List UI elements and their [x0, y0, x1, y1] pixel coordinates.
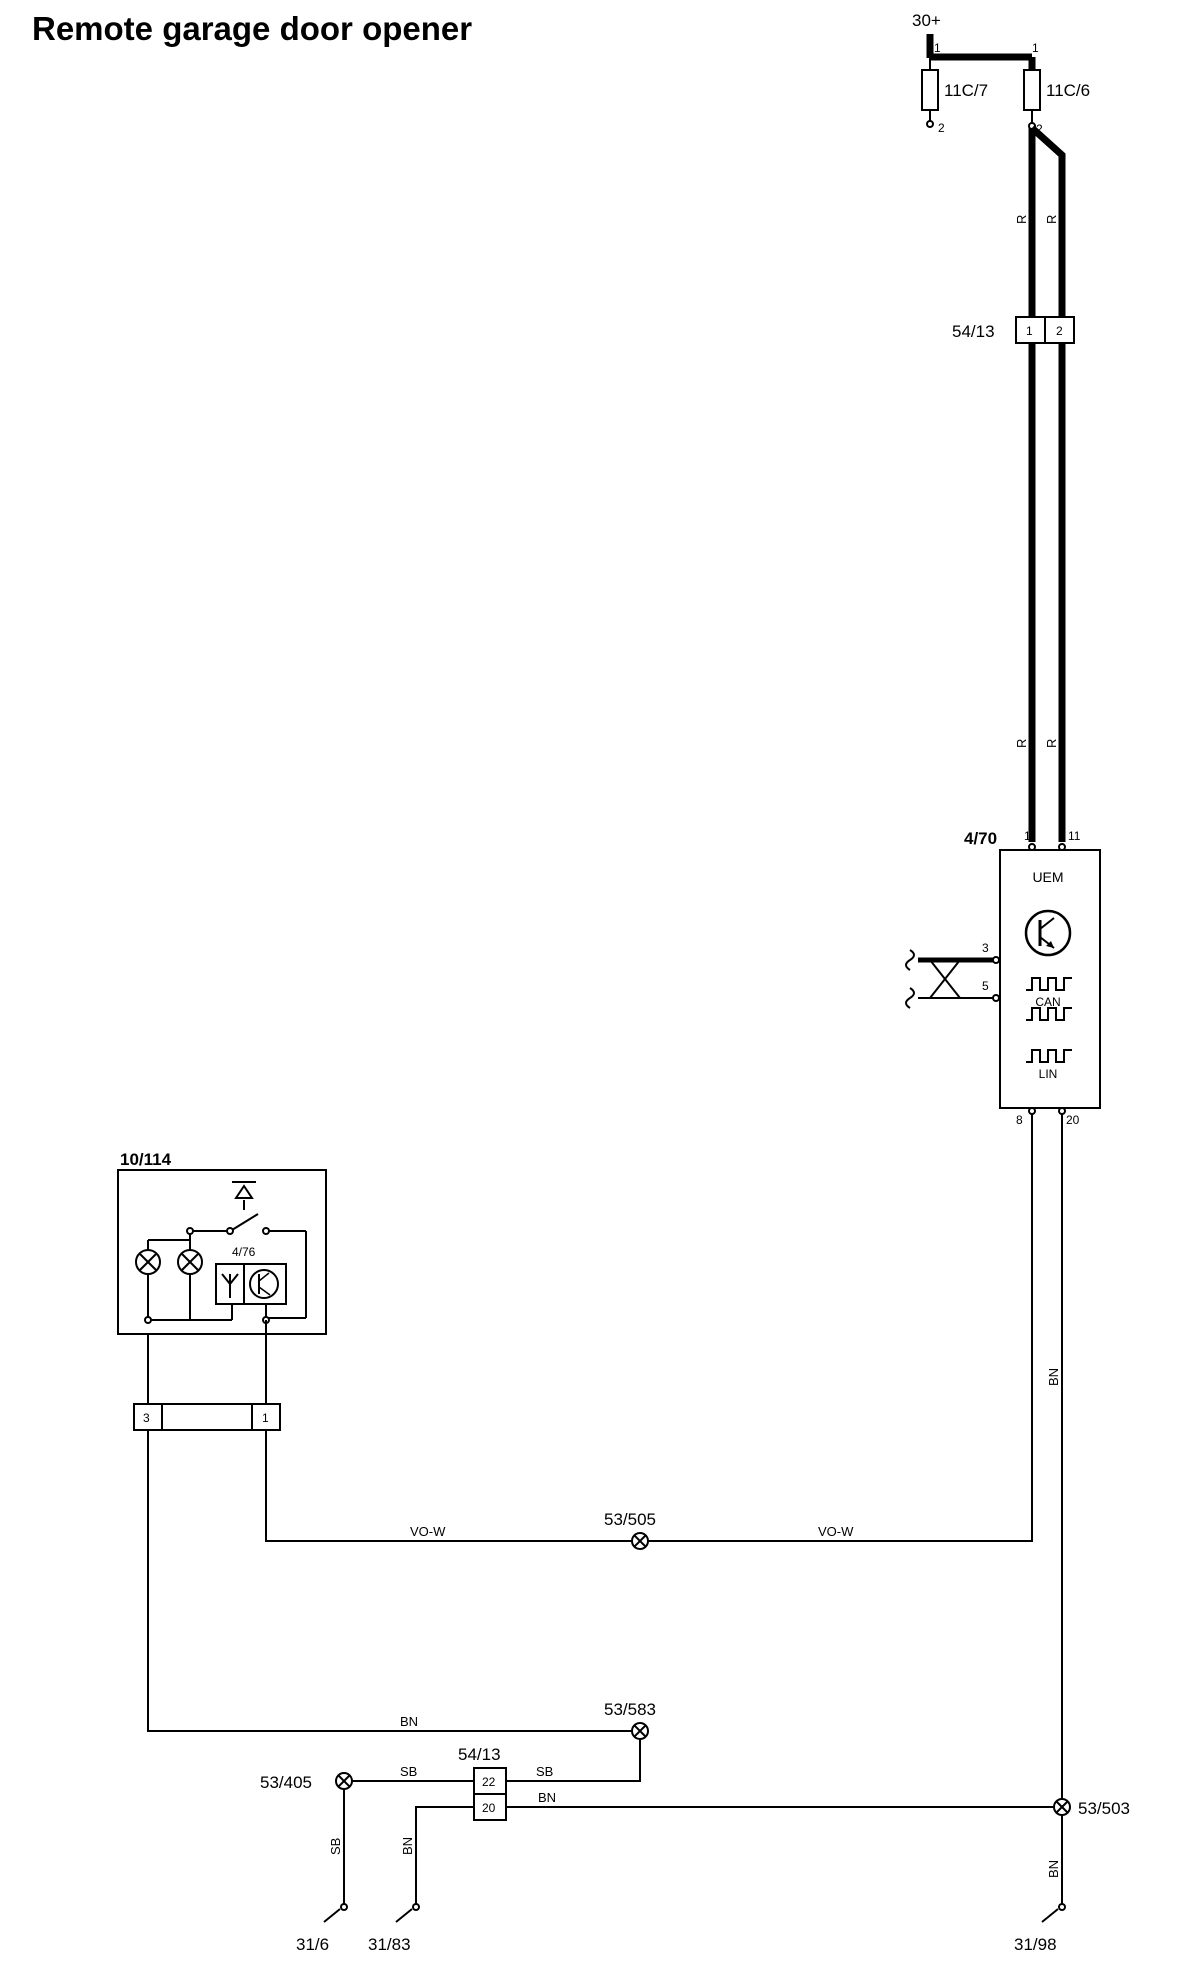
wire-label-sb1: SB — [536, 1764, 553, 1779]
svg-text:53/405: 53/405 — [260, 1773, 312, 1792]
can-bus-icon: CAN — [1026, 977, 1072, 1021]
svg-text:5: 5 — [982, 979, 989, 993]
fuse-11c7-label: 11C/7 — [944, 81, 988, 100]
transistor-icon — [1024, 909, 1072, 957]
lin-bus-icon: LIN — [1026, 1049, 1072, 1081]
fuse-11c6-label: 11C/6 — [1046, 81, 1090, 100]
splice-53-405: 53/405 — [260, 1772, 353, 1792]
page-title: Remote garage door opener — [32, 10, 472, 47]
svg-text:20: 20 — [482, 1801, 496, 1815]
splice-53-503: 53/503 — [1053, 1798, 1130, 1818]
wire-bn-opener — [147, 1430, 640, 1732]
uem-id: 4/70 — [964, 829, 997, 848]
svg-text:1: 1 — [1026, 324, 1033, 338]
splice-53-583: 53/583 — [604, 1700, 656, 1740]
splice-53-505: 53/505 — [604, 1510, 656, 1550]
wire-label-vow2: VO-W — [818, 1524, 854, 1539]
wire-red-2 — [1029, 125, 1066, 330]
wire-label-r2: R — [1044, 215, 1059, 224]
wire-label-r1: R — [1014, 215, 1029, 224]
fuse-11c7: 1 2 11C/7 — [921, 41, 988, 135]
uem-module: 4/70 1 11 UEM CAN LIN 3 5 8 — [964, 829, 1101, 1127]
svg-text:31/98: 31/98 — [1014, 1935, 1057, 1954]
fuse-11c7-pin-bottom: 2 — [938, 121, 945, 135]
connector-54-13-top: 54/13 1 2 — [952, 316, 1075, 344]
fuse-11c7-pin-top: 1 — [934, 41, 941, 55]
svg-text:31/6: 31/6 — [296, 1935, 329, 1954]
fuse-11c6: 1 2 11C/6 — [1023, 41, 1090, 136]
svg-text:8: 8 — [1016, 1113, 1023, 1127]
wire-label-bn3: BN — [538, 1790, 556, 1805]
svg-text:53/583: 53/583 — [604, 1700, 656, 1719]
opener-id: 10/114 — [120, 1150, 172, 1169]
garage-opener-module: 10/114 4/76 — [117, 1150, 327, 1335]
svg-text:1: 1 — [1024, 829, 1031, 843]
wire-label-sb3: SB — [328, 1838, 343, 1855]
wire-label-r4: R — [1044, 739, 1059, 748]
lin-label: LIN — [1039, 1067, 1058, 1081]
wire-vo-w — [265, 1114, 1033, 1542]
svg-text:20: 20 — [1066, 1113, 1080, 1127]
transistor-icon — [249, 1269, 279, 1299]
connector-54-13-top-label: 54/13 — [952, 322, 995, 341]
wire-label-bn2: BN — [400, 1714, 418, 1729]
can-twisted-pair — [905, 949, 993, 1009]
svg-text:3: 3 — [982, 941, 989, 955]
wire-bn-3183 — [415, 1806, 474, 1904]
wire-label-bn4: BN — [400, 1837, 415, 1855]
wire-label-sb2: SB — [400, 1764, 417, 1779]
svg-text:2: 2 — [1056, 324, 1063, 338]
opener-connector: 3 1 — [133, 1403, 281, 1431]
can-label: CAN — [1035, 995, 1060, 1009]
antenna-icon — [221, 1273, 239, 1298]
svg-text:31/83: 31/83 — [368, 1935, 411, 1954]
ground-31-83: 31/83 — [368, 1903, 420, 1954]
svg-text:3: 3 — [143, 1411, 150, 1425]
svg-text:22: 22 — [482, 1775, 496, 1789]
wire-label-r3: R — [1014, 739, 1029, 748]
fuse-11c6-pin-top: 1 — [1032, 41, 1039, 55]
connector-54-13-bottom: 54/13 22 20 — [458, 1745, 507, 1821]
fuse-11c6-pin-bottom: 2 — [1036, 122, 1043, 136]
ground-31-98: 31/98 — [1014, 1903, 1066, 1954]
svg-text:53/505: 53/505 — [604, 1510, 656, 1529]
ground-31-6: 31/6 — [296, 1903, 348, 1954]
uem-name: UEM — [1032, 869, 1063, 885]
supply-label: 30+ — [912, 11, 941, 30]
svg-text:11: 11 — [1068, 829, 1081, 843]
svg-text:54/13: 54/13 — [458, 1745, 501, 1764]
wire-label-vow1: VO-W — [410, 1524, 446, 1539]
wire-label-bn5: BN — [1046, 1860, 1061, 1878]
wire-sb-583 — [506, 1739, 641, 1782]
svg-text:1: 1 — [262, 1411, 269, 1425]
opener-module-label: 4/76 — [232, 1245, 256, 1259]
svg-text:53/503: 53/503 — [1078, 1799, 1130, 1818]
wire-label-bn1: BN — [1046, 1368, 1061, 1386]
